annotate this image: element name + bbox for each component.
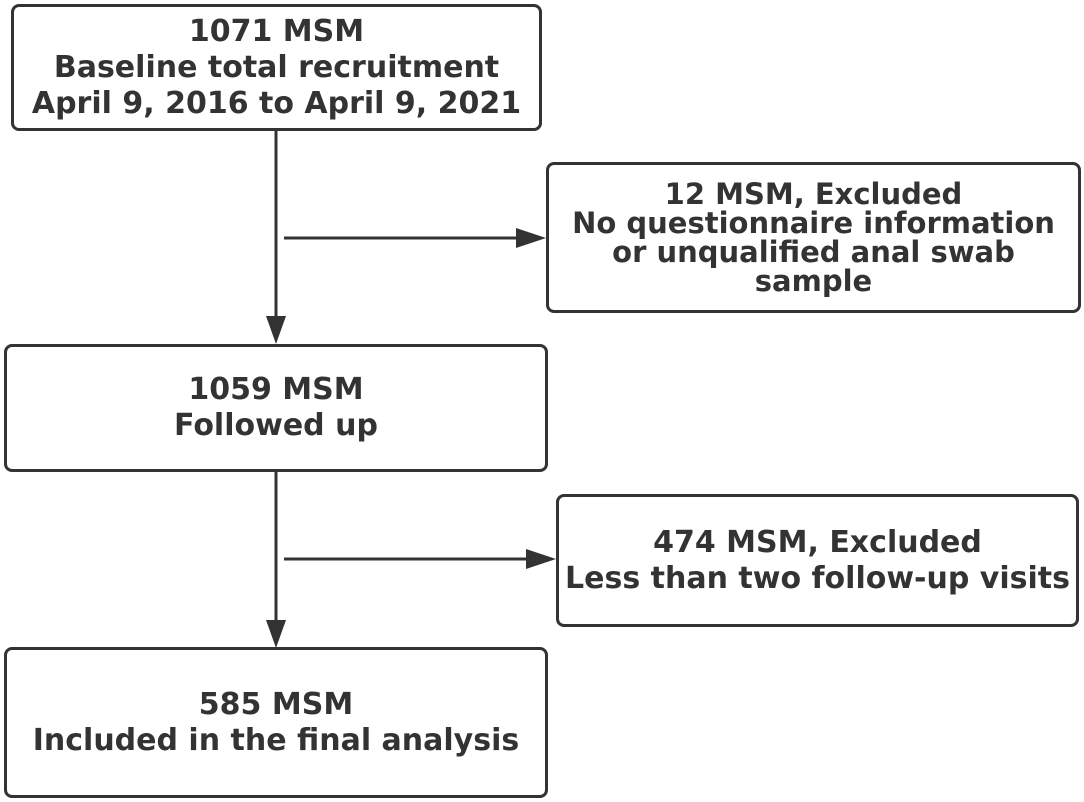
excluded-1-reason-line-1: No questionnaire information <box>572 205 1055 240</box>
followed-up-label: Followed up <box>174 408 378 443</box>
excluded-1-reason-line-2: or unqualified anal swab <box>612 234 1015 269</box>
final-label: Included in the final analysis <box>32 722 520 758</box>
followed-up-count: 1059 MSM <box>188 372 364 407</box>
arrow-to-excluded-2 <box>284 549 556 569</box>
arrow-followed-up-to-final <box>266 471 286 648</box>
final-analysis-box: 585 MSM Included in the final analysis <box>4 647 548 798</box>
final-count: 585 MSM <box>198 686 354 722</box>
baseline-recruitment-box: 1071 MSM Baseline total recruitment Apri… <box>11 4 542 131</box>
excluded-box-2: 474 MSM, Excluded Less than two follow-u… <box>556 494 1079 627</box>
excluded-2-count: 474 MSM, Excluded <box>653 524 982 560</box>
followed-up-box: 1059 MSM Followed up <box>4 344 548 472</box>
excluded-2-reason: Less than two follow-up visits <box>565 560 1070 596</box>
baseline-dates: April 9, 2016 to April 9, 2021 <box>31 85 522 121</box>
baseline-count: 1071 MSM <box>188 13 365 49</box>
baseline-label: Baseline total recruitment <box>53 49 500 85</box>
arrow-to-excluded-1 <box>284 228 546 248</box>
excluded-box-1: 12 MSM, Excluded No questionnaire inform… <box>546 162 1081 313</box>
excluded-1-count: 12 MSM, Excluded <box>664 176 963 211</box>
excluded-1-reason-line-3: sample <box>754 263 873 298</box>
arrow-baseline-to-followed-up <box>266 130 286 344</box>
